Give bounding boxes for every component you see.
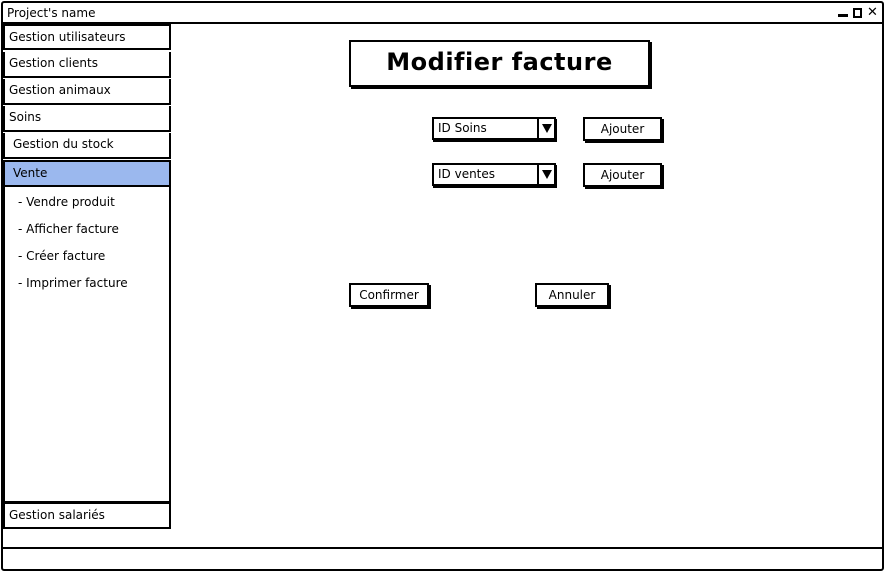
id-soins-select-value: ID Soins	[438, 121, 487, 135]
sidebar-item-soins[interactable]: Soins	[3, 106, 171, 132]
sidebar-item-gestion-utilisateurs[interactable]: Gestion utilisateurs	[3, 24, 171, 50]
sidebar-item-vente[interactable]: Vente	[3, 160, 171, 187]
page-title: Modifier facture	[349, 40, 650, 87]
confirm-button[interactable]: Confirmer	[349, 283, 429, 307]
id-ventes-select[interactable]: ID ventes	[432, 163, 556, 186]
sidebar-item-gestion-clients[interactable]: Gestion clients	[3, 52, 171, 78]
vente-submenu: - Vendre produit - Afficher facture - Cr…	[3, 187, 171, 503]
cancel-button[interactable]: Annuler	[535, 283, 609, 307]
window-title: Project's name	[7, 6, 96, 20]
add-ventes-button[interactable]: Ajouter	[583, 163, 662, 187]
submenu-item-afficher-facture[interactable]: - Afficher facture	[18, 222, 119, 236]
sidebar: Gestion utilisateurs Gestion clients Ges…	[3, 24, 171, 187]
submenu-item-vendre-produit[interactable]: - Vendre produit	[18, 195, 115, 209]
close-icon[interactable]: ✕	[867, 5, 878, 20]
status-bar	[3, 547, 882, 569]
title-bar: Project's name ✕	[3, 3, 882, 24]
minimize-icon[interactable]	[838, 5, 848, 21]
dropdown-arrow-icon[interactable]	[537, 165, 554, 184]
sidebar-item-gestion-du-stock[interactable]: Gestion du stock	[3, 133, 171, 159]
id-ventes-select-value: ID ventes	[438, 167, 496, 181]
add-soins-button[interactable]: Ajouter	[583, 117, 662, 141]
submenu-item-creer-facture[interactable]: - Créer facture	[18, 249, 106, 263]
sidebar-item-gestion-animaux[interactable]: Gestion animaux	[3, 79, 171, 105]
sidebar-item-gestion-salaries[interactable]: Gestion salariés	[3, 502, 171, 529]
maximize-icon[interactable]	[853, 5, 862, 21]
submenu-item-imprimer-facture[interactable]: - Imprimer facture	[18, 276, 128, 290]
id-soins-select[interactable]: ID Soins	[432, 117, 556, 140]
dropdown-arrow-icon[interactable]	[537, 119, 554, 138]
